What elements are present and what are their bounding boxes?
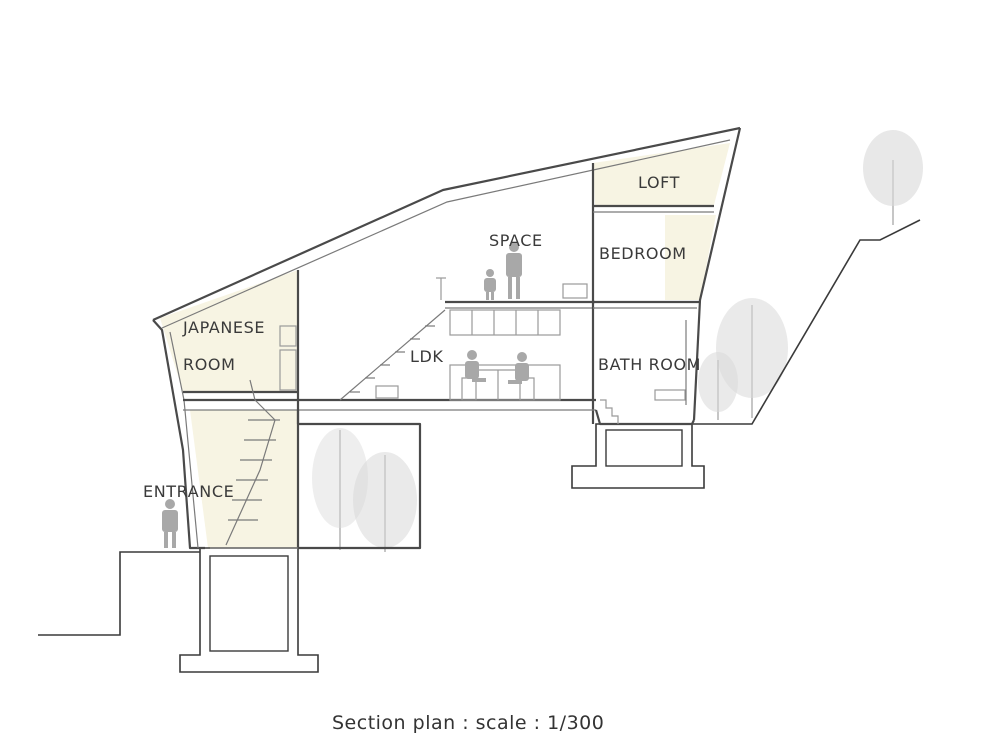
- person-space-adult: [506, 242, 522, 299]
- label-japanese-room-line1: JAPANESE: [182, 318, 265, 337]
- stair-treads: [228, 325, 435, 521]
- person-ldk-seated-right: [508, 352, 529, 384]
- ground-line: [38, 551, 205, 636]
- fixtures: [279, 277, 687, 424]
- label-bedroom: BEDROOM: [599, 244, 687, 263]
- stair-ldk: [339, 309, 446, 401]
- label-japanese-room-line2: ROOM: [183, 355, 236, 374]
- label-loft: LOFT: [638, 173, 680, 192]
- tree-hillside-top: [863, 130, 923, 225]
- label-ldk: LDK: [410, 347, 444, 366]
- person-ldk-seated-left: [465, 350, 486, 382]
- tree-center-right: [353, 452, 417, 552]
- person-space-child: [484, 269, 496, 300]
- roof-line: [152, 126, 741, 322]
- tinted-zones: [160, 143, 730, 548]
- entrance-foundation: [179, 547, 319, 673]
- label-space: SPACE: [489, 231, 543, 250]
- kitchen-cabinets: [449, 309, 561, 401]
- label-entrance: ENTRANCE: [143, 482, 234, 501]
- left-wall: [152, 319, 205, 550]
- japanese-room-tint: [160, 270, 298, 392]
- bath-foundation: [571, 423, 705, 489]
- person-entrance: [162, 499, 178, 548]
- tree-right-small: [698, 352, 738, 420]
- drawing-caption: Section plan : scale : 1/300: [332, 712, 604, 734]
- building-section: [152, 126, 742, 550]
- dining-set: [461, 369, 535, 401]
- ground-line-right: [690, 219, 921, 425]
- label-bathroom: BATH ROOM: [598, 355, 701, 374]
- right-wall: [692, 127, 742, 421]
- entrance-tint: [190, 410, 298, 548]
